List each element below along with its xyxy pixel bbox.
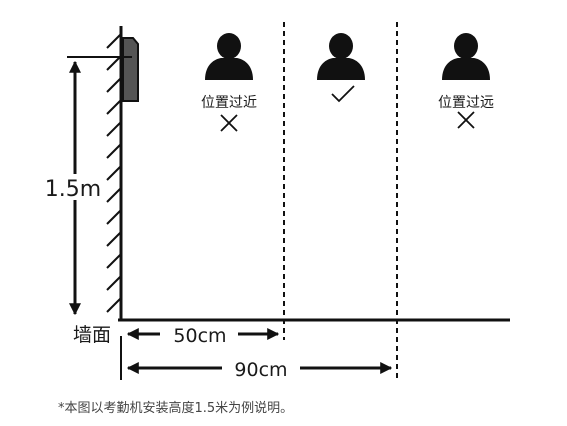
height-label: 1.5m: [45, 177, 101, 202]
footnote: *本图以考勤机安装高度1.5米为例说明。: [58, 400, 293, 416]
cross-mark-icon: [457, 111, 475, 129]
wall: [106, 26, 123, 320]
dimension-90cm: [120, 336, 393, 380]
check-mark-icon: [331, 85, 355, 103]
person-silhouette-icon: [317, 33, 365, 80]
person-silhouette-icon: [205, 33, 253, 80]
wall-label: 墙面: [73, 324, 111, 346]
dimension-90cm-label: 90cm: [234, 359, 287, 381]
dimension-50cm-label: 50cm: [173, 325, 226, 347]
person-silhouette-icon: [442, 33, 490, 80]
height-dimension: [48, 56, 132, 316]
too-far-label: 位置过远: [438, 95, 494, 111]
cross-mark-icon: [220, 114, 238, 132]
too-close-label: 位置过近: [201, 95, 257, 111]
attendance-device: [122, 37, 139, 102]
